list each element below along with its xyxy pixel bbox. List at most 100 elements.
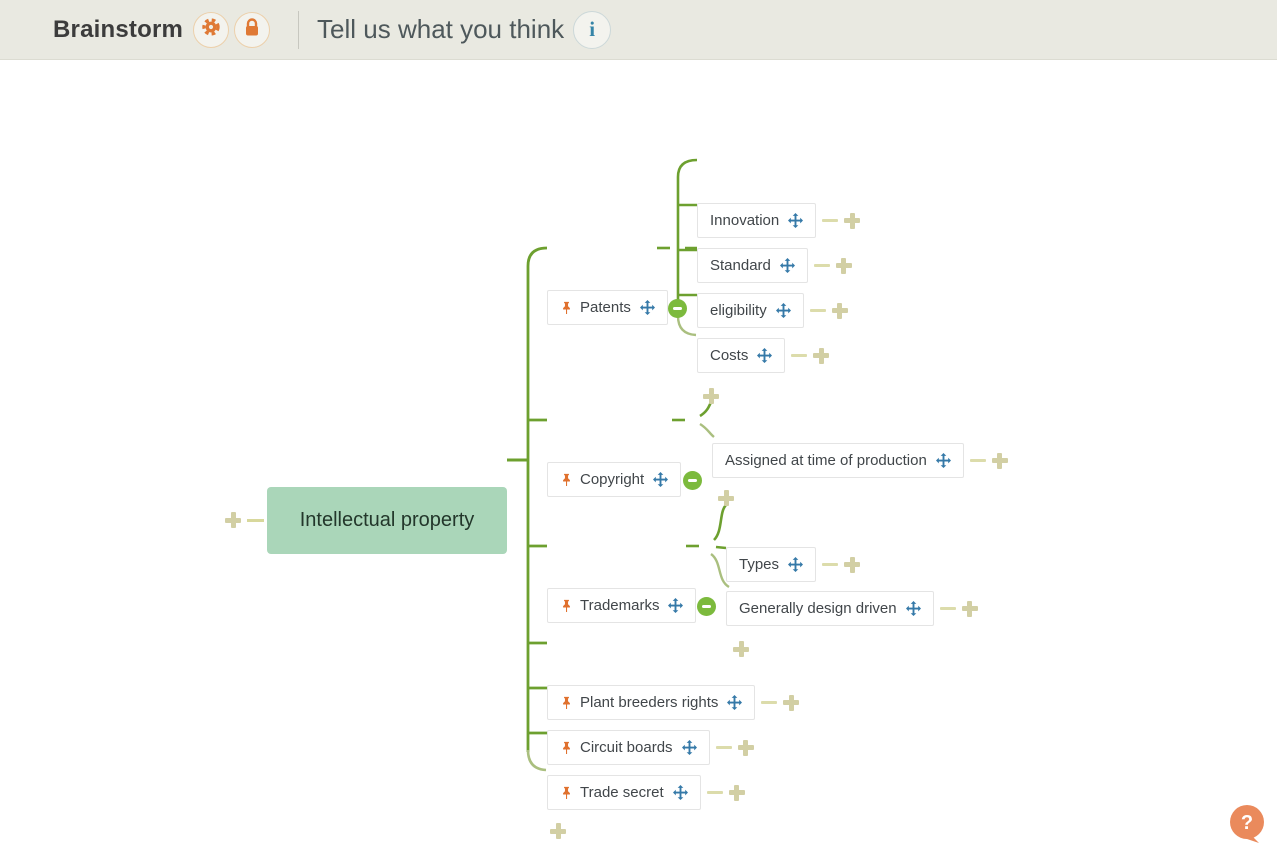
info-button[interactable]: i [573, 10, 612, 49]
move-icon[interactable] [668, 598, 684, 613]
add-node-button[interactable] [728, 784, 745, 801]
add-line [809, 309, 826, 312]
node-trademarks: Trademarks [547, 588, 697, 623]
pin-icon[interactable] [560, 696, 573, 710]
move-icon[interactable] [727, 695, 743, 710]
move-icon[interactable] [779, 258, 795, 273]
collapse-button[interactable] [683, 471, 702, 490]
pin-icon[interactable] [560, 741, 573, 755]
node-label: Generally design driven [739, 600, 897, 617]
move-icon[interactable] [788, 557, 804, 572]
collapse-button[interactable] [668, 299, 687, 318]
header-divider [298, 10, 300, 49]
root-left-line [247, 519, 264, 522]
node-label: Costs [710, 347, 749, 364]
node-box[interactable]: Types [726, 547, 817, 582]
settings-button[interactable] [193, 11, 230, 48]
add-node-button[interactable] [737, 739, 754, 756]
add-node-button[interactable] [718, 490, 734, 506]
pin-icon[interactable] [560, 473, 573, 487]
node-patents: Patents [547, 290, 668, 325]
move-icon[interactable] [681, 740, 697, 755]
add-node-button[interactable] [844, 212, 861, 229]
move-icon[interactable] [775, 303, 791, 318]
node-circuit-boards: Circuit boards [547, 730, 754, 765]
collapse-button[interactable] [697, 597, 716, 616]
help-button[interactable]: ? [1228, 804, 1266, 844]
node-box[interactable]: Copyright [547, 462, 682, 497]
pin-icon[interactable] [560, 599, 573, 613]
pin-icon[interactable] [560, 786, 573, 800]
node-box[interactable]: Patents [547, 290, 668, 325]
add-node-button[interactable] [835, 257, 852, 274]
add-node-button[interactable] [831, 302, 848, 319]
move-icon[interactable] [757, 348, 773, 363]
add-line [822, 219, 839, 222]
add-node-button[interactable] [703, 388, 719, 404]
app-title: Brainstorm [53, 15, 184, 43]
node-eligibility: eligibility [697, 293, 848, 328]
app-header: Brainstorm Tell us what you think i [0, 0, 1277, 60]
add-node-button[interactable] [844, 556, 861, 573]
add-node-button[interactable] [991, 452, 1008, 469]
node-box[interactable]: Innovation [697, 203, 817, 238]
add-node-button[interactable] [961, 600, 978, 617]
node-box[interactable]: Assigned at time of production [712, 443, 964, 478]
node-label: Copyright [580, 471, 645, 488]
node-label: Patents [580, 299, 631, 316]
add-line [761, 701, 778, 704]
add-line [939, 607, 956, 610]
add-node-button[interactable] [550, 823, 566, 839]
move-icon[interactable] [788, 213, 804, 228]
node-standard: Standard [697, 248, 852, 283]
move-icon[interactable] [672, 785, 688, 800]
pin-icon[interactable] [560, 301, 573, 315]
add-node-button[interactable] [813, 347, 830, 364]
node-label: Assigned at time of production [725, 452, 927, 469]
node-box[interactable]: eligibility [697, 293, 804, 328]
node-label: Innovation [710, 212, 780, 229]
node-generally-design-driven: Generally design driven [726, 591, 978, 626]
lock-icon [243, 17, 261, 42]
node-innovation: Innovation [697, 203, 861, 238]
add-line [969, 459, 986, 462]
node-label: Circuit boards [580, 739, 673, 756]
node-label: Trade secret [580, 784, 664, 801]
lock-button[interactable] [234, 11, 271, 48]
node-box[interactable]: Generally design driven [726, 591, 934, 626]
gear-icon [201, 17, 221, 42]
node-box[interactable]: Costs [697, 338, 786, 373]
root-node[interactable]: Intellectual property [267, 487, 507, 554]
add-node-button[interactable] [783, 694, 800, 711]
brainstorm-question: Tell us what you think [317, 14, 565, 44]
add-line [822, 563, 839, 566]
add-line [791, 354, 808, 357]
node-label: Trademarks [580, 597, 660, 614]
add-line [706, 791, 723, 794]
node-box[interactable]: Standard [697, 248, 808, 283]
move-icon[interactable] [905, 601, 921, 616]
add-node-button[interactable] [733, 641, 749, 657]
node-types: Types [726, 547, 861, 582]
move-icon[interactable] [653, 472, 669, 487]
node-assigned-at-time-of-production: Assigned at time of production [712, 443, 1008, 478]
add-line [813, 264, 830, 267]
node-box[interactable]: Circuit boards [547, 730, 710, 765]
question-mark-icon: ? [1241, 812, 1253, 834]
root-node-label: Intellectual property [299, 509, 475, 531]
node-costs: Costs [697, 338, 830, 373]
node-box[interactable]: Trade secret [547, 775, 701, 810]
add-line [715, 746, 732, 749]
node-label: Standard [710, 257, 771, 274]
node-label: Plant breeders rights [580, 694, 719, 711]
move-icon[interactable] [935, 453, 951, 468]
node-box[interactable]: Trademarks [547, 588, 697, 623]
node-label: eligibility [710, 302, 767, 319]
mindmap-canvas[interactable]: Intellectual property Patents Innovation… [0, 60, 1277, 855]
node-trade-secret: Trade secret [547, 775, 745, 810]
node-box[interactable]: Plant breeders rights [547, 685, 756, 720]
move-icon[interactable] [639, 300, 655, 315]
add-node-button[interactable] [225, 512, 241, 528]
node-plant-breeders-rights: Plant breeders rights [547, 685, 800, 720]
node-label: Types [739, 556, 780, 573]
